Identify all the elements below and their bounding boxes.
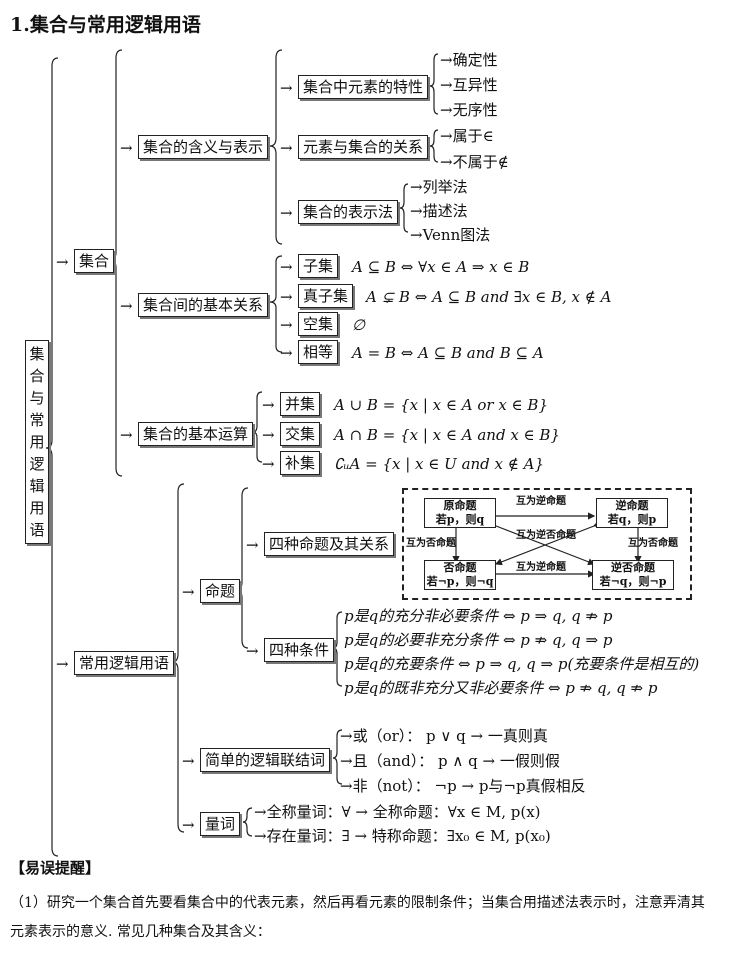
complement-formula: ∁ᵤA = {x | x ∈ U and x ∉ A} [334,455,545,473]
condition-item: p是q的必要非充分条件 ⇔ p ⇏ q, q ⇒ p [344,631,613,649]
root-char: 语 [29,521,45,539]
feature-item: →互异性 [440,76,498,94]
intersection-box: 交集 [280,422,321,446]
inverse-prop-box: 否命题 若¬p，则¬q [424,560,496,590]
arrow: → [262,455,275,473]
quantifiers-box: 量词 [200,812,241,836]
arrow: → [280,139,293,157]
root-char: 常 [29,411,45,429]
arrow: → [120,139,133,157]
empty-set-box: 空集 [298,312,339,336]
relation-box: 元素与集合的关系 [298,135,429,159]
proper-subset-box: 真子集 [298,284,354,308]
connective-item: →或（or）： p ∨ q → 一真则真 [340,727,548,745]
converse-prop-text: 若q，则p [607,513,657,526]
contrapositive-prop-box: 逆否命题 若¬q，则¬p [592,560,674,590]
subset-formula: A ⊆ B ⇔ ∀x ∈ A ⇒ x ∈ B [352,258,530,276]
complement-box: 补集 [280,451,321,475]
condition-item: p是q的充要条件 ⇔ p ⇒ q, q ⇒ p(充要条件是相互的) [344,655,700,673]
arrow: → [182,752,195,770]
equal-formula: A = B ⇔ A ⊆ B and B ⊆ A [352,344,544,362]
tips-line-2: 元素表示的意义. 常见几种集合及其含义： [10,924,271,940]
arrow: → [120,426,133,444]
arrow: → [262,426,275,444]
arrow: → [56,253,69,271]
arrow: → [182,816,195,834]
arrow: → [280,288,293,306]
intersection-formula: A ∩ B = {x | x ∈ A and x ∈ B} [334,426,560,444]
operations-box: 集合的基本运算 [138,422,254,446]
sets-meaning-box: 集合的含义与表示 [138,135,269,159]
proposition-box: 命题 [200,579,241,603]
arrow: → [246,536,259,554]
arrow: → [280,316,293,334]
representation-item: →描述法 [410,202,468,220]
root-char: 逻 [29,455,45,473]
inverse-prop-title: 否命题 [443,561,477,574]
representation-item: →Venn图法 [410,226,491,244]
converse-prop-title: 逆命题 [615,499,649,512]
original-prop-box: 原命题 若p，则q [424,498,496,528]
connectives-box: 简单的逻辑联结词 [200,748,331,772]
relation-item: →不属于∉ [440,153,509,171]
contrapositive-prop-title: 逆否命题 [611,561,655,574]
root-char: 与 [29,389,45,407]
arrow: → [280,204,293,222]
four-props-diagram: 原命题 若p，则q 逆命题 若q，则p 否命题 若¬p，则¬q 逆否命题 若¬q… [402,488,692,600]
original-prop-text: 若p，则q [435,513,485,526]
contrapositive-prop-text: 若¬q，则¬p [599,575,667,588]
arrow: → [120,297,133,315]
arrow: → [280,344,293,362]
inverse-prop-text: 若¬p，则¬q [426,575,494,588]
cross-link-label: 互为逆否命题 [516,530,576,541]
tips-heading: 【易误提醒】 [10,859,101,877]
proper-subset-formula: A ⊊ B ⇔ A ⊆ B and ∃x ∈ B, x ∉ A [366,288,612,306]
root-char: 辑 [29,477,45,495]
basic-relations-box: 集合间的基本关系 [138,293,269,317]
empty-set-formula: ∅ [352,316,366,334]
left-link-label: 互为否命题 [406,538,456,549]
representation-box: 集合的表示法 [298,200,399,224]
root-char: 集 [29,345,45,363]
union-box: 并集 [280,392,321,416]
arrow: → [280,79,293,97]
representation-item: →列举法 [410,178,468,196]
arrow: → [246,642,259,660]
page-title: 1.集合与常用逻辑用语 [10,14,201,36]
diagram-arrows [452,512,642,578]
arrow: → [262,396,275,414]
quantifier-item: →全称量词：∀ → 全称命题：∀x ∈ M, p(x) [254,803,541,821]
top-link-label: 互为逆命题 [516,496,566,507]
sets-box: 集合 [74,249,115,273]
quantifier-item: →存在量词：∃ → 特称命题：∃x₀ ∈ M, p(x₀) [254,827,551,845]
original-prop-title: 原命题 [443,499,477,512]
connective-item: →且（and）： p ∧ q → 一假则假 [340,752,560,770]
condition-item: p是q的充分非必要条件 ⇔ p ⇒ q, q ⇏ p [344,607,613,625]
subset-box: 子集 [298,254,339,278]
arrow: → [182,583,195,601]
root-topic-box: 集 合 与 常 用 逻 辑 用 语 [25,340,49,544]
union-formula: A ∪ B = {x | x ∈ A or x ∈ B} [334,396,548,414]
features-box: 集合中元素的特性 [298,75,429,99]
root-char: 用 [29,499,45,517]
root-char: 用 [29,433,45,451]
logic-box: 常用逻辑用语 [74,651,175,675]
arrow: → [280,258,293,276]
feature-item: →确定性 [440,51,498,69]
converse-prop-box: 逆命题 若q，则p [596,498,668,528]
right-link-label: 互为否命题 [628,538,678,549]
root-char: 合 [29,367,45,385]
equal-box: 相等 [298,340,339,364]
arrow: → [56,655,69,673]
four-props-box: 四种命题及其关系 [264,532,395,556]
connective-item: →非（not）： ¬p → p与¬p真假相反 [340,777,586,795]
tips-line-1: （1）研究一个集合首先要看集合中的代表元素，然后再看元素的限制条件；当集合用描述… [10,895,705,911]
conditions-box: 四种条件 [264,638,335,662]
condition-item: p是q的既非充分又非必要条件 ⇔ p ⇏ q, q ⇏ p [344,679,658,697]
feature-item: →无序性 [440,101,498,119]
bottom-link-label: 互为逆命题 [516,562,566,573]
relation-item: →属于∈ [440,127,494,145]
